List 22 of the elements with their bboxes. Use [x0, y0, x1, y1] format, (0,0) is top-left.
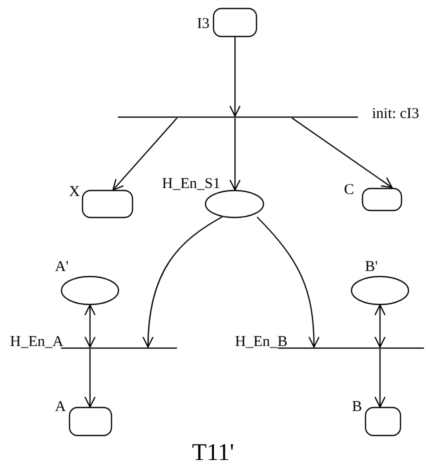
node-label: H_En_S1: [162, 176, 220, 192]
diagram-title: T11': [190, 440, 236, 466]
arrow: [374, 349, 386, 408]
node-label: X: [69, 184, 80, 200]
node-label: C: [344, 182, 354, 198]
node-label: A': [55, 259, 69, 275]
arrow: [229, 118, 241, 191]
arrow: [112, 118, 178, 191]
arrow: [256, 216, 320, 348]
node-label: I3: [197, 16, 210, 32]
node-label: H_En_A: [10, 334, 64, 350]
arrow: [292, 118, 393, 188]
node-label: B: [352, 399, 362, 415]
arrow: [84, 304, 96, 348]
node-label: init: cI3: [372, 106, 420, 122]
arrow: [142, 216, 222, 348]
arrow: [374, 304, 386, 348]
node-label: H_En_B: [235, 334, 288, 350]
arrow: [84, 349, 96, 408]
node-label: B': [365, 259, 378, 275]
node-label: A: [55, 399, 66, 415]
arrow: [229, 37, 241, 117]
